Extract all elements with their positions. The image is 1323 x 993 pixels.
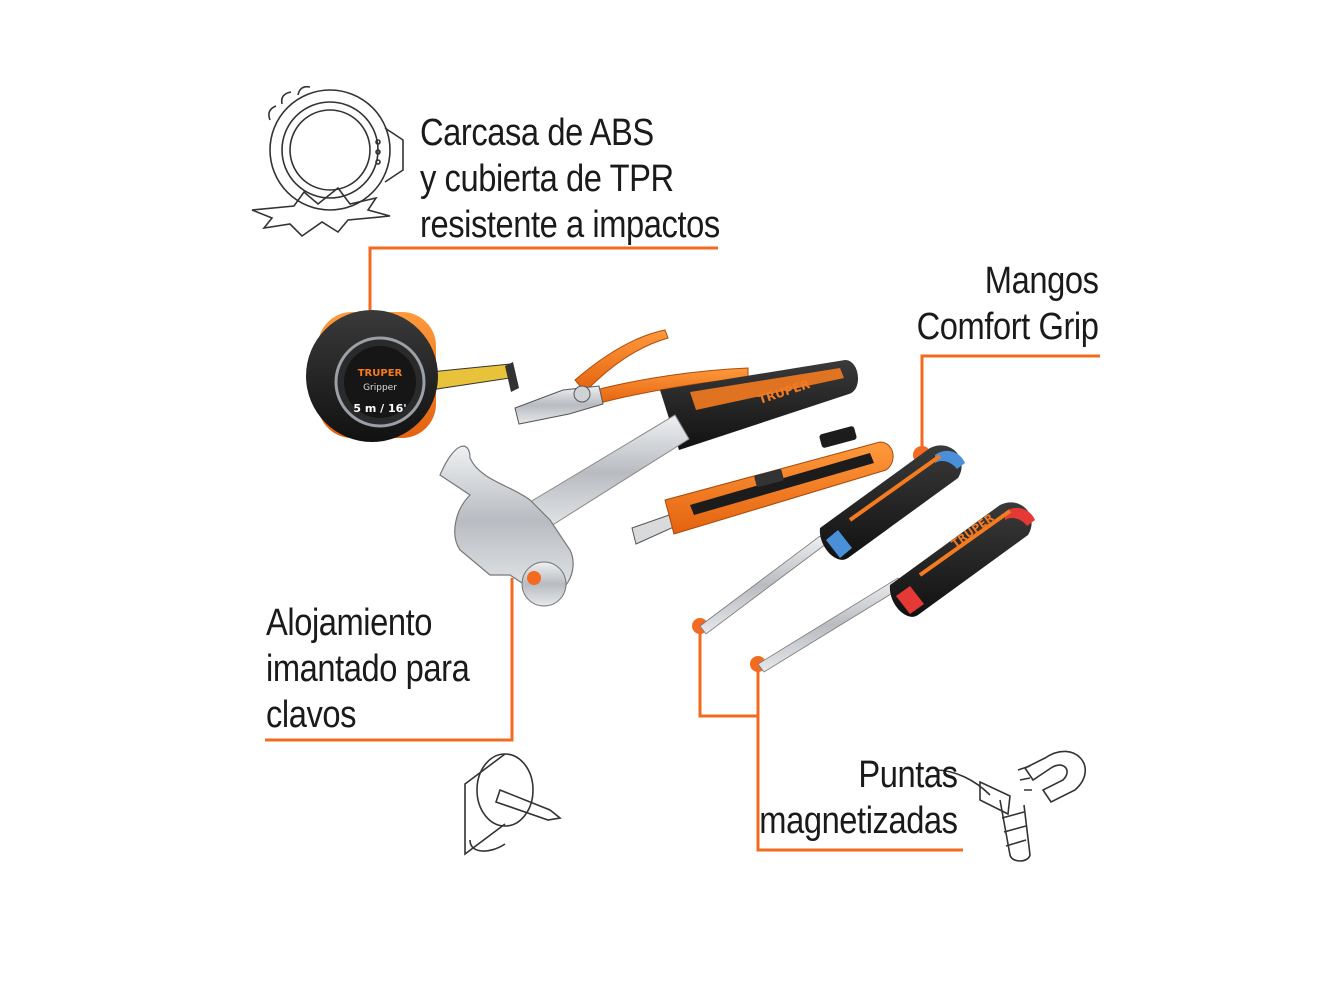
magnet-slot-line-1: Alojamiento bbox=[266, 602, 433, 644]
handles-line-1: Mangos bbox=[984, 260, 1098, 302]
housing-line-1: Carcasa de ABS bbox=[420, 112, 654, 154]
handles-callout-line bbox=[920, 354, 1100, 455]
tips-line-2: magnetizadas bbox=[759, 800, 959, 842]
utility-knife bbox=[631, 426, 894, 545]
tips-callout-label: Puntas magnetizadas bbox=[759, 752, 959, 844]
handles-callout-label: Mangos Comfort Grip bbox=[916, 258, 1098, 350]
tape-size-text: 5 m / 16' bbox=[353, 402, 406, 415]
tape-measure: TRUPER Gripper 5 m / 16' bbox=[306, 310, 519, 442]
housing-callout-label: Carcasa de ABS y cubierta de TPR resiste… bbox=[420, 110, 720, 248]
magnet-callout-line bbox=[265, 578, 514, 742]
callout-lines bbox=[265, 246, 1100, 852]
hammer: TRUPER bbox=[439, 360, 859, 607]
magnet-slot-line-3: clavos bbox=[266, 694, 357, 736]
tape-brand-text: TRUPER bbox=[358, 368, 403, 379]
tape-model-text: Gripper bbox=[363, 383, 397, 393]
housing-line-2: y cubierta de TPR bbox=[420, 158, 674, 200]
tips-callout-line-2 bbox=[756, 664, 963, 852]
tips-line-1: Puntas bbox=[858, 754, 959, 796]
housing-line-3: resistente a impactos bbox=[420, 204, 720, 246]
handles-line-2: Comfort Grip bbox=[916, 306, 1098, 348]
screwdriver-tip-magnet-icon bbox=[934, 750, 1087, 862]
tips-callout-line bbox=[698, 626, 758, 718]
slotted-screwdriver: TRUPER bbox=[757, 502, 1035, 673]
pliers bbox=[514, 329, 749, 425]
nail-holder-icon bbox=[464, 753, 562, 856]
magnet-slot-line-2: imantado para bbox=[266, 648, 470, 690]
housing-callout-line bbox=[368, 246, 718, 322]
impact-shield-icon bbox=[251, 85, 404, 238]
phillips-screwdriver bbox=[699, 445, 965, 635]
magnet-slot-callout-label: Alojamiento imantado para clavos bbox=[266, 600, 470, 738]
